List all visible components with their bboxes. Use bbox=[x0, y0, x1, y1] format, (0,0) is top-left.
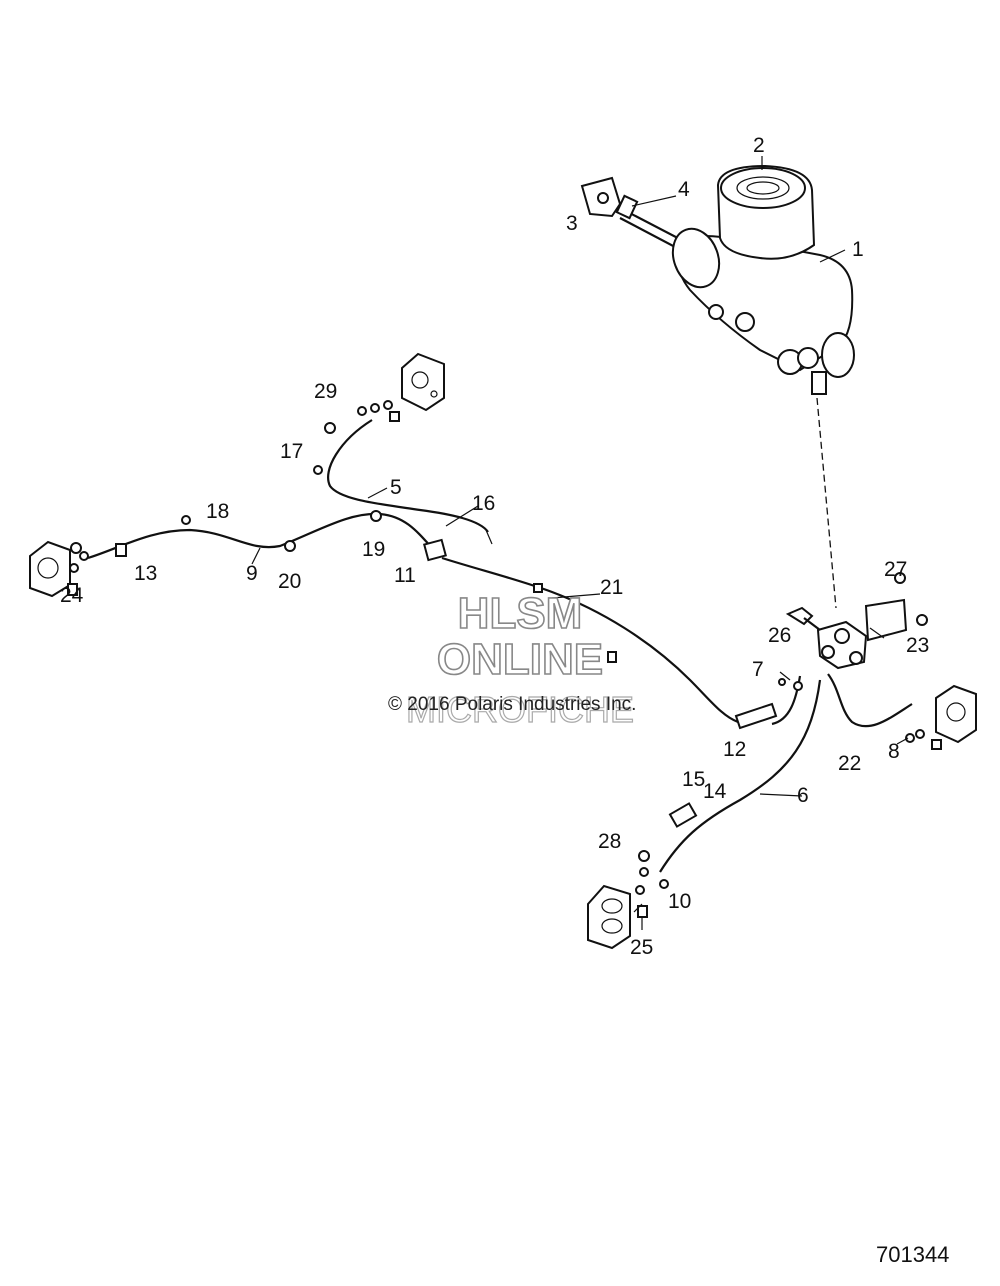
callout-5: 5 bbox=[390, 476, 402, 499]
callout-21: 21 bbox=[600, 576, 623, 599]
callout-11: 11 bbox=[394, 564, 416, 587]
reference-dashed-line bbox=[816, 397, 837, 609]
callout-4: 4 bbox=[678, 178, 690, 201]
brake-line-22 bbox=[827, 673, 913, 728]
figure-number: 701344 bbox=[876, 1242, 949, 1267]
callout-25: 25 bbox=[630, 936, 653, 959]
callout-29: 29 bbox=[314, 380, 337, 403]
callout-23: 23 bbox=[906, 634, 929, 657]
callout-18: 18 bbox=[206, 500, 229, 523]
callout-26: 26 bbox=[768, 624, 791, 647]
callout-24: 24 bbox=[60, 584, 84, 607]
distribution-block bbox=[785, 572, 928, 670]
callout-6: 6 bbox=[797, 784, 809, 807]
copyright-notice: © 2016 Polaris Industries Inc. bbox=[388, 694, 636, 715]
callout-2: 2 bbox=[753, 134, 765, 157]
callout-1: 1 bbox=[852, 238, 864, 261]
brake-line-6 bbox=[659, 679, 822, 873]
tee-block-11 bbox=[423, 538, 447, 562]
watermark-line2: ONLINE bbox=[437, 635, 603, 684]
brake-line-9 bbox=[87, 512, 433, 560]
callout-27: 27 bbox=[884, 558, 907, 581]
callout-10: 10 bbox=[668, 890, 691, 913]
callout-13: 13 bbox=[134, 562, 157, 585]
clip-14 bbox=[668, 802, 698, 828]
watermark-line1: HLSM bbox=[458, 589, 583, 638]
callout-7: 7 bbox=[752, 658, 764, 681]
caliper-rear-upper bbox=[357, 352, 445, 422]
caliper-lower bbox=[587, 867, 669, 950]
brake-line-21 bbox=[441, 556, 739, 724]
callout-20: 20 bbox=[278, 570, 301, 593]
callout-9: 9 bbox=[246, 562, 258, 585]
watermark-line3: MICROFICHE bbox=[406, 689, 634, 730]
watermark: HLSM ONLINE MICROFICHE bbox=[405, 588, 634, 730]
callout-19: 19 bbox=[362, 538, 385, 561]
callout-numbers: 1 2 3 4 5 6 7 8 9 10 11 12 13 14 15 16 1… bbox=[60, 134, 929, 959]
callout-17: 17 bbox=[280, 440, 303, 463]
callout-8: 8 bbox=[888, 740, 900, 763]
caliper-right bbox=[905, 684, 977, 750]
callout-22: 22 bbox=[838, 752, 861, 775]
leader-lines bbox=[251, 156, 909, 930]
callout-15: 15 bbox=[682, 768, 705, 791]
caliper-left bbox=[29, 540, 89, 598]
callout-14: 14 bbox=[703, 780, 727, 803]
callout-12: 12 bbox=[723, 738, 746, 761]
callout-16: 16 bbox=[472, 492, 495, 515]
callout-28: 28 bbox=[598, 830, 621, 853]
callout-3: 3 bbox=[566, 212, 578, 235]
master-cylinder bbox=[580, 164, 855, 395]
